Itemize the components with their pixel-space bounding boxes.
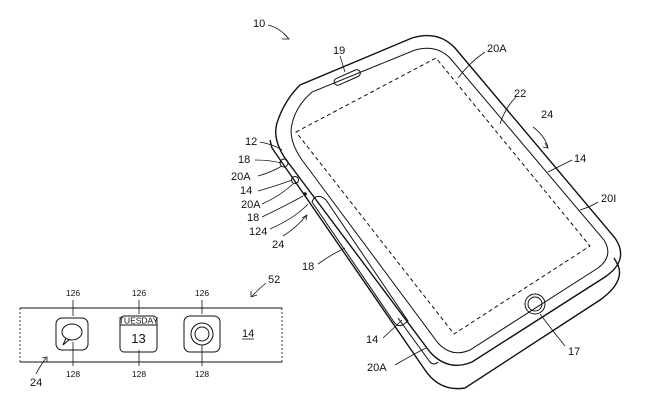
device-arrowhead bbox=[282, 33, 290, 40]
label-housing: 12 bbox=[245, 136, 257, 148]
speaker-leader bbox=[339, 55, 346, 73]
side-region-leader bbox=[579, 201, 599, 211]
label-bottom-region: 20A bbox=[367, 362, 387, 374]
label-strip-arrow: 24 bbox=[30, 377, 42, 389]
label-button: 18 bbox=[302, 261, 314, 273]
label-sensor-a: 18 bbox=[238, 154, 250, 166]
housing-leader bbox=[259, 141, 283, 151]
sensor-a-leader bbox=[254, 159, 282, 164]
speech-bubble-icon bbox=[61, 323, 83, 341]
speaker-slot bbox=[333, 69, 361, 86]
label-icon1-top: 126 bbox=[66, 288, 80, 298]
icon-strip: TUESDAY 13 bbox=[19, 282, 283, 375]
label-icon1-bottom: 128 bbox=[66, 369, 80, 379]
phone-device bbox=[269, 34, 622, 390]
label-region-left-b: 20A bbox=[241, 199, 261, 211]
label-device: 10 bbox=[253, 18, 265, 30]
label-top-region: 20A bbox=[487, 43, 507, 55]
phone-front-bezel bbox=[290, 47, 609, 354]
phone-labels: 10 19 20A 22 24 14 20I 12 18 20A 14 20A … bbox=[231, 18, 616, 374]
bottom-side-leader bbox=[382, 319, 403, 339]
label-housing-side: 14 bbox=[574, 153, 586, 165]
label-display: 22 bbox=[514, 88, 526, 100]
speech-bubble-tail bbox=[62, 337, 71, 346]
calendar-app-tile bbox=[119, 315, 158, 353]
phone-leaders bbox=[254, 24, 599, 366]
circle-icon-outer bbox=[190, 322, 214, 346]
region-left-a-leader bbox=[257, 165, 283, 177]
label-home-button: 17 bbox=[568, 346, 580, 358]
label-bottom-side: 14 bbox=[366, 334, 378, 346]
display-arrow-curve bbox=[532, 126, 549, 148]
left-arrowhead bbox=[301, 214, 308, 221]
strip-ref-arrowhead bbox=[250, 291, 258, 298]
sensor-b-leader bbox=[261, 195, 304, 218]
region-left-b-leader bbox=[261, 183, 294, 205]
housing-side-leader bbox=[547, 159, 573, 173]
window-leader bbox=[269, 203, 309, 230]
label-icon3-bottom: 128 bbox=[195, 369, 209, 379]
side-window-dot bbox=[303, 192, 307, 196]
strip-arrow-curve bbox=[35, 357, 47, 375]
label-left-arrow: 24 bbox=[272, 239, 284, 251]
message-app-tile bbox=[55, 317, 89, 351]
phone-outer-body bbox=[275, 34, 622, 366]
label-side-left: 14 bbox=[240, 185, 252, 197]
device-arrow bbox=[267, 24, 289, 39]
calendar-date: 13 bbox=[131, 331, 145, 346]
side-left-leader bbox=[257, 179, 293, 192]
top-region-leader bbox=[457, 51, 486, 79]
strip-arrowhead bbox=[41, 356, 48, 362]
label-side-region: 20I bbox=[601, 193, 616, 205]
phone-side-edge bbox=[269, 139, 621, 390]
side-button-long bbox=[311, 195, 409, 327]
left-arrow-curve bbox=[282, 215, 307, 237]
calendar-day: TUESDAY bbox=[119, 316, 159, 326]
bottom-region-leader bbox=[394, 347, 427, 366]
strip-ref-arrow bbox=[251, 282, 267, 297]
home-button bbox=[524, 293, 546, 315]
display-area bbox=[295, 57, 591, 335]
label-strip-body: 14 bbox=[242, 328, 254, 340]
home-button-leader bbox=[539, 313, 566, 347]
home-button-inner bbox=[527, 296, 543, 312]
display-leader bbox=[499, 96, 517, 125]
side-button-short bbox=[397, 317, 439, 365]
label-icon2-top: 126 bbox=[132, 288, 146, 298]
label-icon3-top: 126 bbox=[195, 288, 209, 298]
label-region-left-a: 20A bbox=[231, 171, 251, 183]
label-strip: 52 bbox=[268, 274, 280, 286]
label-window: 124 bbox=[249, 226, 267, 238]
label-icon2-bottom: 128 bbox=[132, 369, 146, 379]
display-arrowhead bbox=[542, 142, 549, 149]
button-leader bbox=[317, 247, 346, 265]
label-sensor-b: 18 bbox=[247, 212, 259, 224]
label-speaker: 19 bbox=[333, 45, 345, 57]
label-display-arrow: 24 bbox=[541, 109, 553, 121]
strip-labels: 52 14 24 126 126 126 128 128 128 bbox=[30, 274, 280, 389]
circle-icon-inner bbox=[194, 326, 210, 342]
